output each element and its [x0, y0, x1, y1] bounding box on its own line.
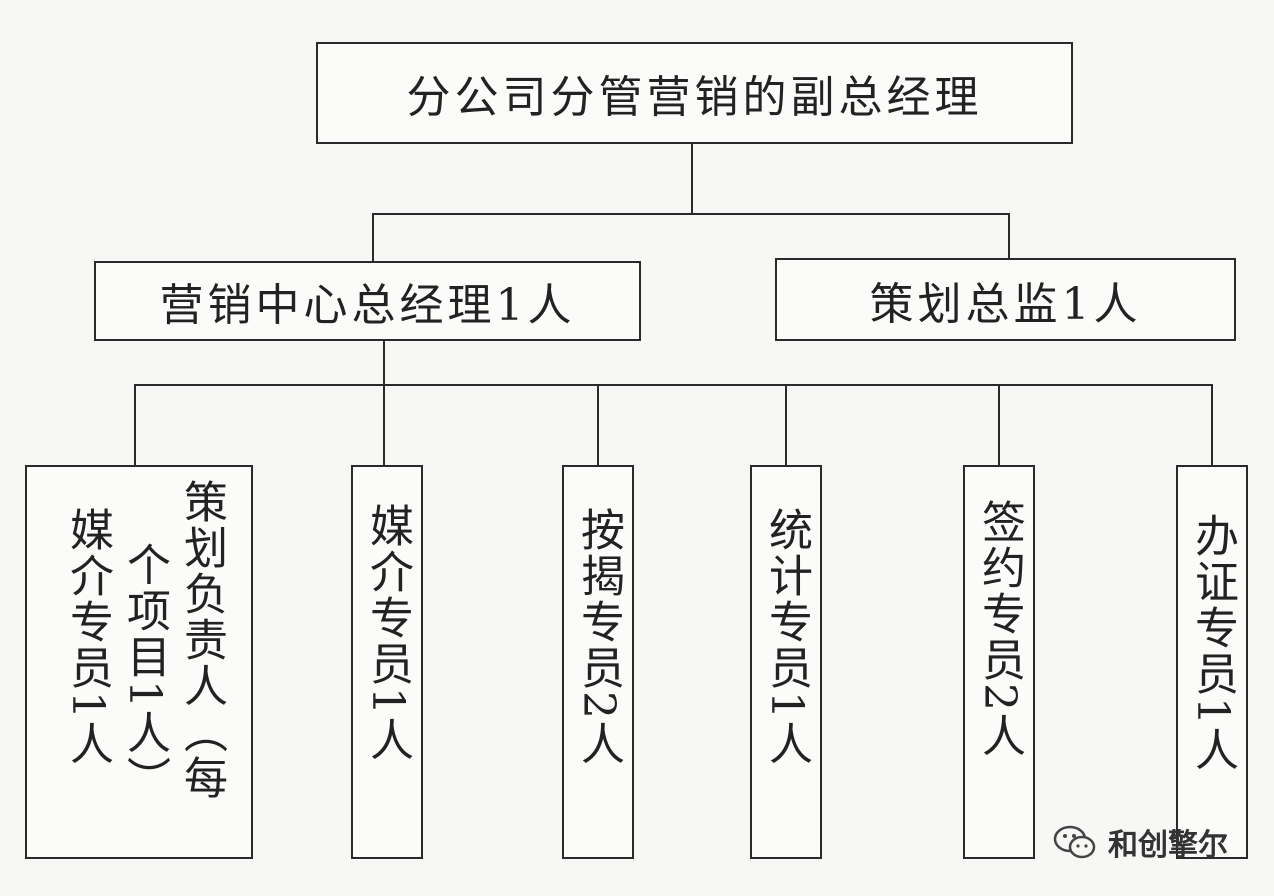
contract-specialist-box: 签约专员2人: [963, 465, 1035, 859]
connector-level2-bar: [373, 213, 1010, 215]
mortgage-specialist-label: 按揭专员2人: [573, 507, 624, 767]
statistics-specialist-box: 统计专员1人: [750, 465, 822, 859]
connector-to-box2: [383, 384, 385, 465]
certificate-specialist-box: 办证专员1人: [1176, 465, 1248, 859]
project-note-label: 个项目1人）: [119, 542, 170, 802]
contract-specialist-label: 签约专员2人: [974, 499, 1025, 759]
connector-to-box5: [998, 384, 1000, 465]
connector-top-down: [691, 144, 693, 214]
top-node-box: 分公司分管营销的副总经理: [316, 42, 1073, 144]
marketing-center-gm-box: 营销中心总经理1人: [94, 261, 641, 341]
connector-to-planning-director: [1008, 213, 1010, 259]
watermark: 和创擎尔: [1052, 820, 1228, 864]
top-node-label: 分公司分管营销的副总经理: [406, 72, 983, 123]
connector-level2-down: [383, 341, 385, 385]
media-planning-box: 媒介专员1人 个项目1人） 策划负责人（每: [25, 465, 253, 859]
media-specialist-box: 媒介专员1人: [351, 465, 423, 859]
wechat-icon: [1053, 825, 1096, 859]
mortgage-specialist-box: 按揭专员2人: [562, 465, 634, 859]
media-specialist-label: 媒介专员1人: [62, 507, 113, 767]
marketing-center-gm-label: 营销中心总经理1人: [159, 280, 576, 331]
connector-to-box3: [597, 384, 599, 465]
connector-to-marketing-center: [372, 213, 374, 262]
planning-director-label: 策划总监1人: [869, 278, 1142, 330]
connector-to-box1: [134, 384, 136, 465]
connector-to-box6: [1211, 384, 1213, 465]
certificate-specialist-label: 办证专员1人: [1187, 513, 1238, 773]
statistics-specialist-label: 统计专员1人: [761, 507, 812, 767]
watermark-text: 和创擎尔: [1108, 828, 1228, 863]
planning-director-box: 策划总监1人: [775, 258, 1236, 341]
connector-level3-bar: [135, 384, 1213, 386]
connector-to-box4: [785, 384, 787, 465]
planning-lead-label: 策划负责人（每: [176, 479, 227, 801]
media-specialist-2-label: 媒介专员1人: [362, 503, 413, 763]
